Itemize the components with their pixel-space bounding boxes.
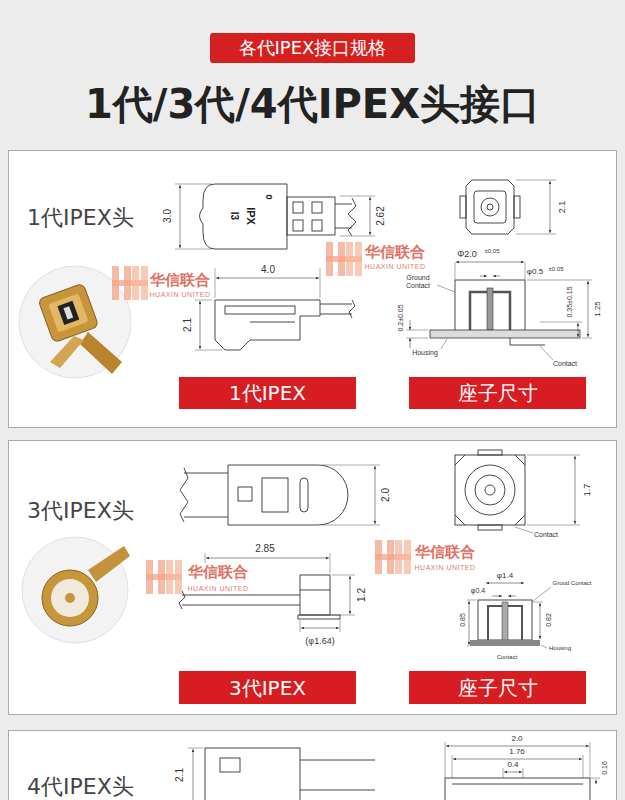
dimension-label: 1.2: [357, 588, 367, 602]
dimension-label: 2.1: [175, 768, 185, 782]
tag-text: 各代IPEX接口规格: [239, 38, 387, 58]
spec-panel: 4代IPEX头: [8, 730, 617, 800]
dimension-label: 2.0: [511, 735, 522, 743]
callout-label: Contact: [497, 654, 518, 660]
dimension-label: 2.62: [376, 206, 386, 225]
panel-heading: 3代IPEX头: [27, 499, 134, 523]
caption-bar: 1代IPEX: [179, 377, 356, 409]
part-marking: 0: [264, 194, 273, 199]
watermark-text: 华信联合: [150, 273, 210, 288]
dimension-label: 0.2±0.05: [397, 304, 404, 331]
panel-heading: 1代IPEX头: [27, 206, 134, 230]
dimension-label: 2.1: [558, 201, 567, 214]
watermark-text: 华信联合: [415, 545, 475, 560]
callout-label: Contact: [534, 531, 558, 538]
spec-panel: 1代IPEX头 1代IPEX 座子尺寸: [8, 150, 617, 428]
dimension-label: 2.85: [255, 544, 274, 554]
watermark-text: 华信联合: [188, 565, 248, 580]
dimension-label: (φ1.64): [305, 637, 334, 646]
dimension-label: φ0.5: [527, 268, 543, 276]
part-marking: IPX: [245, 207, 256, 225]
callout-label: Housing: [412, 349, 438, 356]
dimension-label: 0.85: [459, 613, 466, 627]
dimension-label: 0.16: [601, 761, 608, 775]
watermark-subtext: HUAXIN UNITED: [150, 291, 211, 298]
bar-text: 3代IPEX: [229, 677, 306, 699]
dimension-label: φ1.4: [497, 572, 513, 580]
dimension-label: ±0.05: [485, 248, 500, 254]
dimension-label: 2.0: [381, 488, 391, 502]
caption-bar: 3代IPEX: [179, 671, 356, 704]
dimension-label: 3.0: [163, 209, 173, 223]
bar-text: 座子尺寸: [458, 382, 538, 404]
watermark-subtext: HUAXIN UNITED: [415, 564, 476, 571]
section-tag: 各代IPEX接口规格: [210, 33, 415, 63]
dimension-label: 0.4: [507, 761, 518, 769]
bar-text: 1代IPEX: [229, 382, 306, 404]
callout-label: Housing: [549, 645, 571, 651]
bar-text: 座子尺寸: [458, 677, 538, 699]
caption-bar: 座子尺寸: [409, 377, 586, 409]
dimension-label: 0.35±0.15: [566, 286, 573, 317]
dimension-label: Φ2.0: [457, 250, 477, 259]
dimension-label: 4.0: [261, 265, 275, 275]
dimension-label: 1.7: [583, 484, 592, 497]
panel-heading: 4代IPEX头: [27, 775, 134, 799]
dimension-label: 0.82: [545, 613, 552, 627]
dimension-label: φ0.4: [471, 587, 485, 594]
callout-label: Contact: [553, 360, 577, 367]
part-marking: I3: [229, 212, 239, 220]
dimension-label: 1.25: [594, 301, 602, 317]
spec-panel: 3代IPEX头 3代IPEX 座子尺寸: [8, 440, 617, 715]
dimension-label: 2.1: [183, 318, 193, 332]
watermark-subtext: HUAXIN UNITED: [188, 585, 249, 592]
watermark-text: 华信联合: [365, 245, 425, 260]
callout-label: Ground Contact: [401, 274, 435, 290]
dimension-label: 1.76: [509, 748, 525, 756]
caption-bar: 座子尺寸: [409, 671, 586, 704]
page-title: 1代/3代/4代IPEX头接口: [0, 82, 625, 126]
watermark-subtext: HUAXIN UNITED: [365, 263, 426, 270]
dimension-label: ±0.05: [549, 266, 564, 272]
callout-label: Groud Contact: [552, 580, 591, 586]
